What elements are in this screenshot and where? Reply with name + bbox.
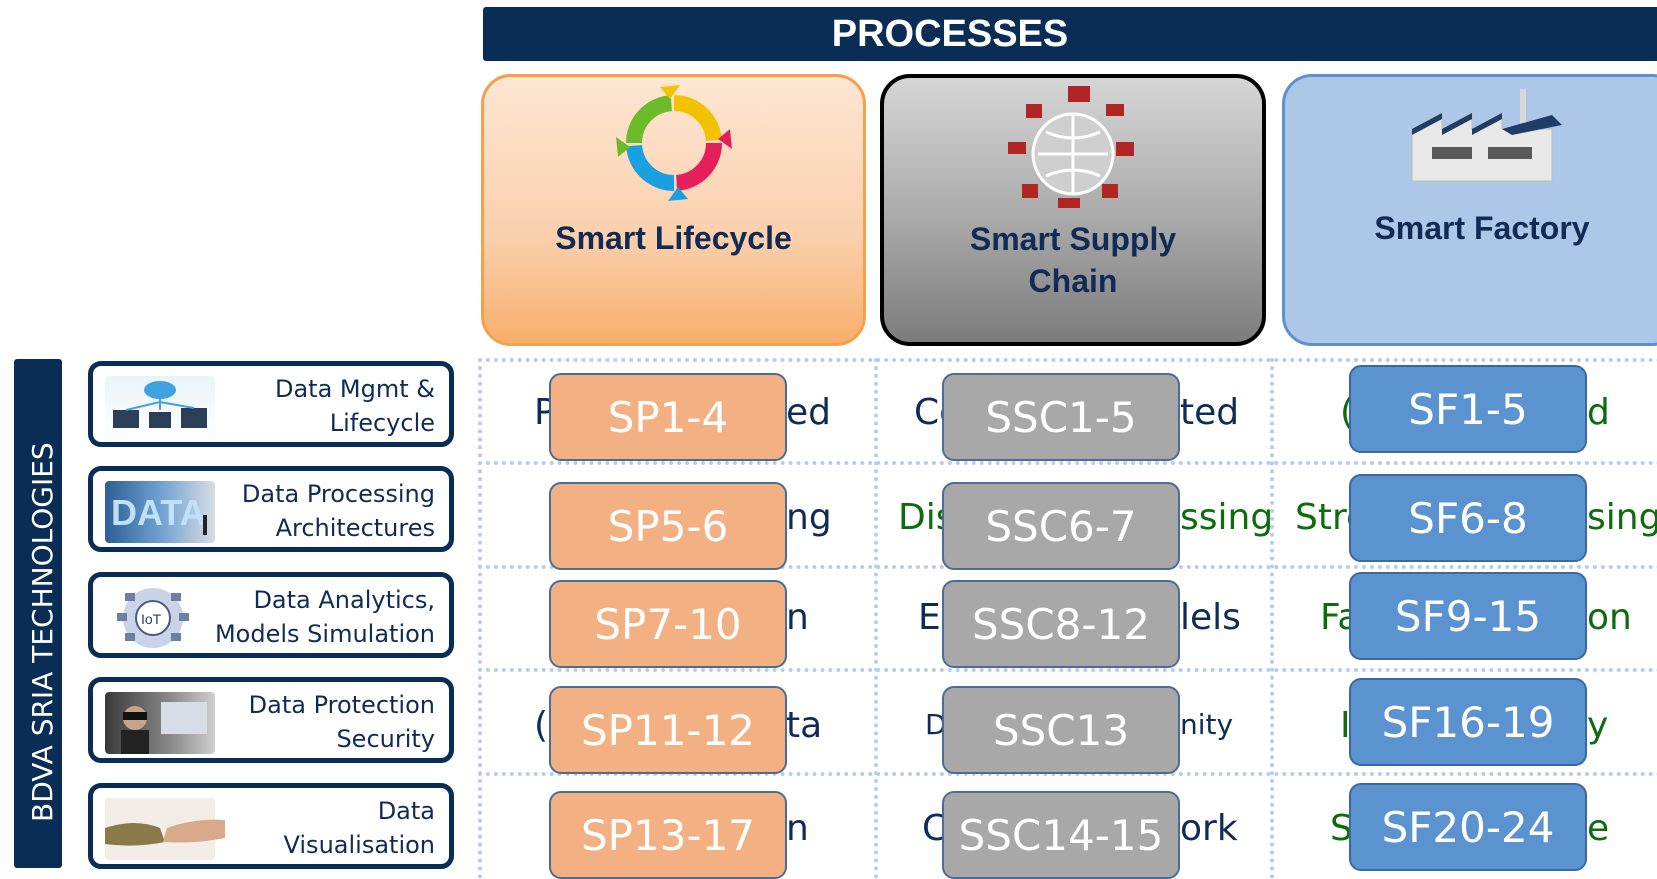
tech-label: Models Simulation bbox=[214, 620, 435, 648]
cell-text-partial: I bbox=[1340, 705, 1351, 746]
tech-label: Data bbox=[377, 797, 435, 825]
svg-text:DATA: DATA bbox=[111, 492, 206, 533]
grid-line bbox=[478, 358, 1657, 362]
cell-text-partial: nity bbox=[1180, 708, 1234, 741]
tech-label: Security bbox=[336, 725, 435, 753]
box-label: SSC8-12 bbox=[972, 599, 1150, 649]
cell-text-partial: n bbox=[786, 808, 809, 849]
cell-text-partial: n bbox=[786, 597, 809, 638]
tech-data-visualisation: Data Visualisation bbox=[88, 783, 454, 869]
supply-chain-box: SSC14-15 bbox=[942, 791, 1180, 879]
grid-line bbox=[478, 461, 1657, 465]
box-label: SP7-10 bbox=[594, 599, 742, 649]
cell-text-partial: ng bbox=[786, 497, 832, 538]
process-label: Smart Factory bbox=[1374, 210, 1590, 246]
tech-label: Data Protection bbox=[248, 691, 435, 719]
box-label: SF16-19 bbox=[1381, 697, 1555, 747]
factory-box: SF16-19 bbox=[1349, 678, 1587, 766]
grid-line bbox=[874, 358, 878, 879]
grid-line bbox=[478, 772, 1657, 776]
cell-text-partial: ( bbox=[534, 705, 549, 746]
iot-icon: IoT bbox=[105, 587, 215, 649]
tech-label: Data Processing bbox=[241, 480, 435, 508]
lifecycle-box: SP7-10 bbox=[549, 580, 787, 668]
supply-chain-box: SSC13 bbox=[942, 686, 1180, 774]
technologies-side-label: BDVA SRIA TECHNOLOGIES bbox=[26, 442, 59, 822]
cell-text-partial: ed bbox=[786, 392, 831, 433]
box-label: SF9-15 bbox=[1394, 591, 1542, 641]
box-label: SP11-12 bbox=[580, 705, 756, 755]
box-label: SF20-24 bbox=[1381, 802, 1555, 852]
tech-data-processing: DATA Data Processing Architectures bbox=[88, 466, 454, 552]
robot-hand-icon bbox=[105, 798, 225, 860]
factory-icon bbox=[1411, 89, 1562, 182]
box-label: SSC13 bbox=[992, 705, 1130, 755]
tech-data-protection: Data Protection Security bbox=[88, 677, 454, 763]
grid-line bbox=[478, 668, 1657, 672]
cell-text-partial: d bbox=[1587, 392, 1610, 433]
cell-text-partial: E bbox=[918, 597, 941, 638]
cell-text-partial: on bbox=[1587, 597, 1632, 638]
tech-label: Architectures bbox=[275, 514, 435, 542]
box-label: SSC1-5 bbox=[985, 392, 1137, 442]
factory-box: SF6-8 bbox=[1349, 474, 1587, 562]
matrix-grid bbox=[478, 358, 1657, 879]
factory-box: SF20-24 bbox=[1349, 783, 1587, 871]
lifecycle-box: SP13-17 bbox=[549, 791, 787, 879]
svg-text:IoT: IoT bbox=[141, 611, 162, 627]
box-label: SP5-6 bbox=[607, 501, 729, 551]
cloud-devices-icon bbox=[105, 376, 215, 438]
data-screen-icon: DATA bbox=[105, 481, 215, 543]
box-label: SSC14-15 bbox=[958, 810, 1164, 860]
process-label: Smart Supply bbox=[969, 221, 1177, 257]
cell-text-partial: y bbox=[1587, 705, 1609, 746]
process-label-line2: Chain bbox=[1028, 263, 1118, 299]
cell-text-partial: ork bbox=[1180, 808, 1238, 849]
supply-chain-globe-icon bbox=[1008, 86, 1134, 208]
cell-text-partial: ssing bbox=[1180, 497, 1274, 538]
lifecycle-cycle-icon bbox=[615, 85, 732, 201]
tech-data-analytics: IoT Data Analytics, Models Simulation bbox=[88, 572, 454, 658]
process-smart-factory: Smart Factory bbox=[1282, 74, 1657, 346]
factory-box: SF9-15 bbox=[1349, 572, 1587, 660]
process-label: Smart Lifecycle bbox=[555, 220, 792, 256]
cell-text-partial: e bbox=[1587, 808, 1610, 849]
supply-chain-box: SSC8-12 bbox=[942, 580, 1180, 668]
supply-chain-box: SSC1-5 bbox=[942, 373, 1180, 461]
lifecycle-box: SP1-4 bbox=[549, 373, 787, 461]
processes-header: PROCESSES bbox=[483, 7, 1657, 61]
cell-text-partial: sing bbox=[1587, 497, 1657, 538]
box-label: SSC6-7 bbox=[985, 501, 1137, 551]
tech-label: Visualisation bbox=[283, 831, 436, 859]
lifecycle-box: SP11-12 bbox=[549, 686, 787, 774]
lifecycle-box: SP5-6 bbox=[549, 482, 787, 570]
box-label: SP13-17 bbox=[580, 810, 756, 860]
cell-text-partial: S bbox=[1330, 808, 1353, 849]
tech-label: Lifecycle bbox=[329, 409, 435, 437]
factory-box: SF1-5 bbox=[1349, 365, 1587, 453]
cell-text-partial: D bbox=[925, 708, 947, 741]
box-label: SP1-4 bbox=[607, 392, 729, 442]
box-label: SF6-8 bbox=[1408, 493, 1528, 543]
process-smart-lifecycle: Smart Lifecycle bbox=[481, 74, 866, 346]
vr-headset-icon bbox=[105, 692, 215, 754]
processes-title: PROCESSES bbox=[831, 12, 1069, 55]
process-smart-supply-chain: Smart Supply Chain bbox=[880, 74, 1266, 346]
box-label: SF1-5 bbox=[1408, 384, 1528, 434]
cell-text-partial: ta bbox=[786, 705, 823, 746]
tech-data-mgmt: Data Mgmt & Lifecycle bbox=[88, 361, 454, 447]
tech-label: Data Mgmt & bbox=[274, 375, 435, 403]
tech-label: Data Analytics, bbox=[253, 586, 435, 614]
supply-chain-box: SSC6-7 bbox=[942, 482, 1180, 570]
grid-line bbox=[1270, 358, 1274, 879]
cell-text-partial: lels bbox=[1180, 597, 1241, 638]
cell-text-partial: ted bbox=[1180, 392, 1240, 433]
technologies-side-bar bbox=[14, 359, 62, 868]
